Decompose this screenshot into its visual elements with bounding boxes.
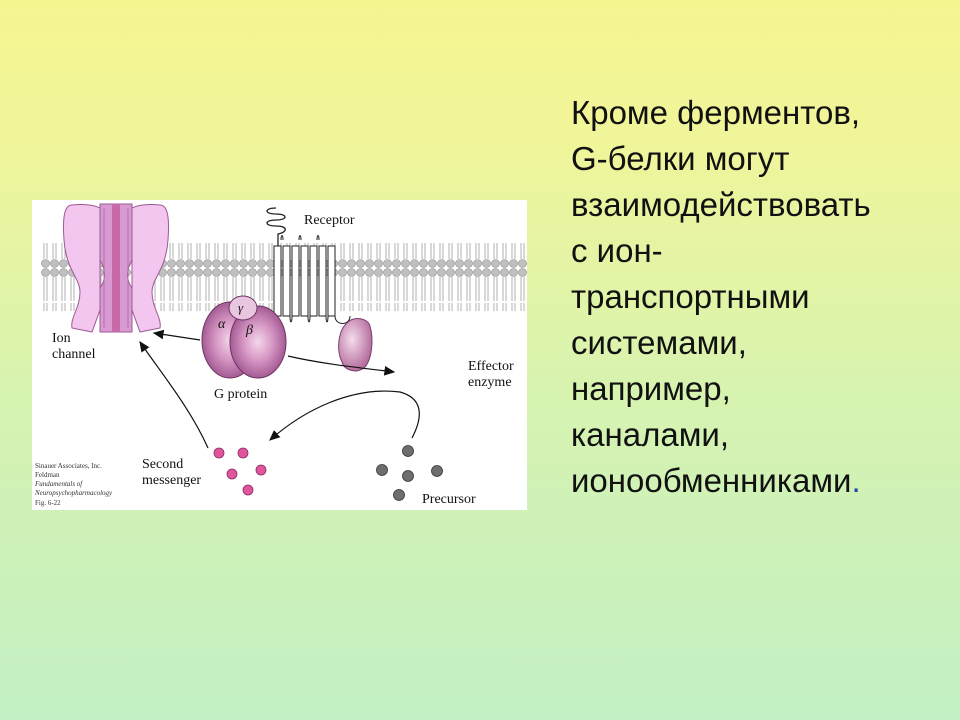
gamma-subunit-label: γ xyxy=(238,300,244,315)
receptor xyxy=(266,207,351,324)
second-messenger-dot xyxy=(237,447,249,459)
text-line-4: с ион- xyxy=(571,232,663,269)
slide-body-text: Кроме ферментов, G-белки могут взаимодей… xyxy=(571,90,931,504)
arrow-second-messenger-to-ionchannel xyxy=(139,341,209,449)
second-messenger-dot xyxy=(242,484,254,496)
credit-line-1: Sinauer Associates, Inc. xyxy=(35,462,102,470)
ion-channel xyxy=(63,203,169,333)
g-protein-diagram: Receptor α β γ G protein Ion channel Eff… xyxy=(32,200,527,510)
arrow-precursor-to-second-messenger xyxy=(269,390,420,441)
arrow-gprotein-to-effector xyxy=(287,355,396,376)
ion-channel-label-line2: channel xyxy=(52,347,96,362)
precursor-dot xyxy=(376,464,388,476)
precursor-molecules xyxy=(376,445,443,501)
text-line-6: системами, xyxy=(571,324,747,361)
text-line-8: каналами, xyxy=(571,416,729,453)
beta-subunit-label: β xyxy=(245,323,253,338)
text-line-5: транспортными xyxy=(571,278,810,315)
second-messenger-dot xyxy=(255,464,267,476)
arrow-gprotein-to-ionchannel xyxy=(152,329,201,341)
credit-line-2: Feldman xyxy=(35,471,60,479)
credit-line-3: Fundamentals of xyxy=(34,480,83,488)
effector-label-line2: enzyme xyxy=(468,375,512,390)
precursor-dot xyxy=(393,489,405,501)
text-line-2: G-белки могут xyxy=(571,140,790,177)
second-messenger-dot xyxy=(226,468,238,480)
g-protein-label: G protein xyxy=(214,387,267,402)
second-messenger-label-line1: Second xyxy=(142,457,183,472)
text-line-7: например, xyxy=(571,370,731,407)
diagram-svg: Receptor α β γ G protein Ion channel Eff… xyxy=(34,203,527,507)
precursor-dot xyxy=(402,470,414,482)
alpha-subunit-label: α xyxy=(218,317,226,332)
effector-enzyme-shape xyxy=(338,318,373,372)
credit-line-5: Fig. 6-22 xyxy=(35,499,61,507)
second-messenger-dot xyxy=(213,447,225,459)
second-messenger-label-line2: messenger xyxy=(142,473,201,488)
text-line-9-content: ионообменниками xyxy=(571,462,852,499)
precursor-dot xyxy=(431,465,443,477)
g-protein xyxy=(201,295,287,379)
precursor-label: Precursor xyxy=(422,492,476,507)
effector-label-line1: Effector xyxy=(468,359,514,374)
text-line-9: ионообменниками. xyxy=(571,458,931,504)
ion-channel-label-line1: Ion xyxy=(52,331,71,346)
final-period: . xyxy=(851,462,861,499)
credit-line-4: Neuropsychopharmacology xyxy=(34,489,113,497)
text-line-3: взаимодействовать xyxy=(571,186,871,223)
receptor-label: Receptor xyxy=(304,213,355,228)
precursor-dot xyxy=(402,445,414,457)
second-messenger-molecules xyxy=(213,447,267,496)
text-line-1: Кроме ферментов, xyxy=(571,94,861,131)
